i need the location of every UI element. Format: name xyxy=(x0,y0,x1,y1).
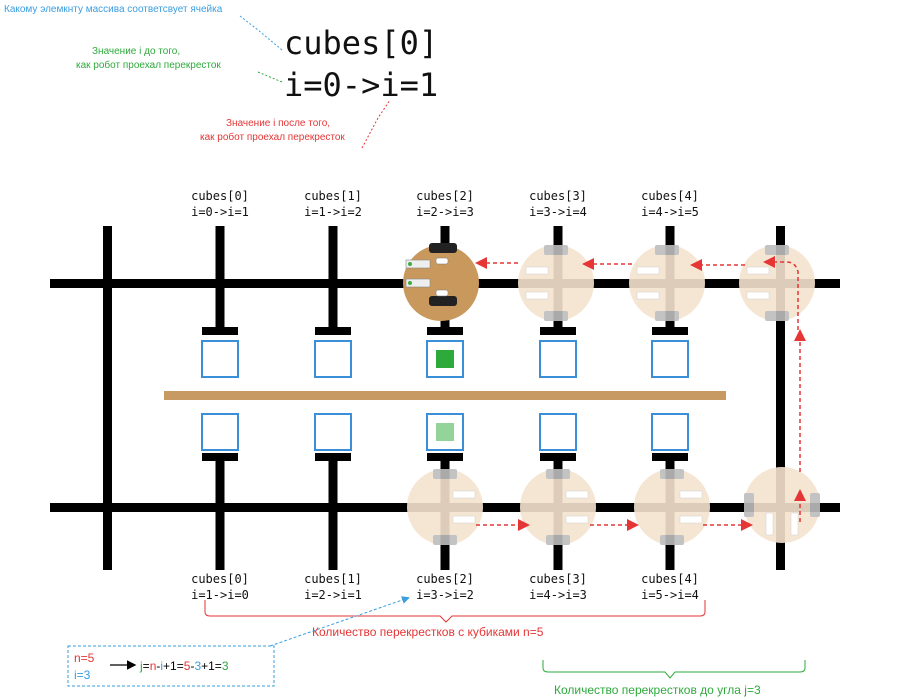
right-vertical-line xyxy=(776,226,785,570)
bottom-column-labels: cubes[0] i=1->i=0 cubes[1] i=2->i=1 cubes[2]… xyxy=(191,572,699,602)
legend-before-label-1: Значение i до того, xyxy=(92,46,180,57)
ghost-robot xyxy=(518,245,594,321)
ghost-robot xyxy=(520,469,596,545)
formula-leader xyxy=(269,596,410,647)
bottom-cell-transition: i=4->i=3 xyxy=(529,588,587,602)
top-cell-name: cubes[1] xyxy=(304,189,362,203)
legend-after-label-2: как робот проехал перекресток xyxy=(200,131,345,143)
top-cell-transition: i=0->i=1 xyxy=(191,205,249,219)
bottom-cube-box xyxy=(651,413,689,451)
legend-before-label-2: как робот проехал перекресток xyxy=(76,59,221,71)
bottom-column-cap xyxy=(427,453,463,461)
top-cube-box xyxy=(201,340,239,378)
top-column-cap xyxy=(652,327,688,335)
crossings-bracket xyxy=(204,600,706,623)
top-cell-name: cubes[2] xyxy=(416,189,474,203)
cube-dark xyxy=(436,350,454,368)
top-column-cap xyxy=(540,327,576,335)
bottom-cell-name: cubes[1] xyxy=(304,572,362,586)
formula-box xyxy=(67,645,275,687)
bottom-cell-transition: i=5->i=4 xyxy=(641,588,699,602)
corner-bracket xyxy=(542,660,806,679)
left-vertical-line xyxy=(103,226,112,570)
bottom-cube-box xyxy=(201,413,239,451)
top-cell-name: cubes[0] xyxy=(191,189,249,203)
legend-example-cube: cubes[0] xyxy=(284,24,438,62)
crossings-to-corner-label: Количество перекрестков до угла j=3 xyxy=(554,683,761,697)
legend-after-label-1: Значение i после того, xyxy=(226,118,330,129)
formula-n: n=5 xyxy=(74,651,95,665)
bottom-cell-name: cubes[3] xyxy=(529,572,587,586)
top-cell-transition: i=3->i=4 xyxy=(529,205,587,219)
ghost-robot xyxy=(739,245,815,321)
top-cube-box xyxy=(539,340,577,378)
bottom-column-cap xyxy=(315,453,351,461)
bottom-cell-transition: i=1->i=0 xyxy=(191,588,249,602)
bottom-column-cap xyxy=(652,453,688,461)
top-column-cap xyxy=(315,327,351,335)
bottom-cell-name: cubes[2] xyxy=(416,572,474,586)
bottom-cell-transition: i=2->i=1 xyxy=(304,588,362,602)
bottom-cell-name: cubes[4] xyxy=(641,572,699,586)
bottom-cube-box xyxy=(314,413,352,451)
ghost-robot xyxy=(744,467,820,543)
bottom-column-stub xyxy=(328,455,338,570)
top-cell-name: cubes[3] xyxy=(529,189,587,203)
bottom-column-cap xyxy=(540,453,576,461)
bottom-column-stub xyxy=(215,455,225,570)
bottom-column-cap xyxy=(202,453,238,461)
center-wall xyxy=(164,391,726,400)
bottom-cell-name: cubes[0] xyxy=(191,572,249,586)
top-cell-transition: i=4->i=5 xyxy=(641,205,699,219)
top-cube-box xyxy=(314,340,352,378)
legend-before-leader xyxy=(257,71,283,83)
top-path-arrows xyxy=(475,256,799,330)
bottom-cube-box xyxy=(539,413,577,451)
legend-after-leader xyxy=(361,99,391,149)
legend-example-transition: i=0->i=1 xyxy=(284,66,438,104)
top-cell-transition: i=2->i=3 xyxy=(416,205,474,219)
top-column-stub xyxy=(215,226,225,334)
formula-i: i=3 xyxy=(74,668,91,682)
top-column-labels: cubes[0] i=0->i=1 cubes[1] i=1->i=2 cubes[2]… xyxy=(191,189,699,219)
top-cell-transition: i=1->i=2 xyxy=(304,205,362,219)
ghost-robot xyxy=(629,245,705,321)
bottom-cell-transition: i=3->i=2 xyxy=(416,588,474,602)
robot-active xyxy=(403,243,479,321)
cube-light xyxy=(436,423,454,441)
ghost-robot xyxy=(407,469,483,545)
ghost-robot xyxy=(634,469,710,545)
cube-boxes xyxy=(201,340,689,451)
crossings-with-cubes-label: Количество перекрестков с кубиками n=5 xyxy=(312,625,544,639)
legend-element-leader xyxy=(239,15,283,51)
legend-element-label: Какому элемкнту массива соответсвует яче… xyxy=(4,4,223,15)
top-cell-name: cubes[4] xyxy=(641,189,699,203)
formula-result: j=n-i+1=5-3+1=3 xyxy=(139,659,229,673)
top-column-stub xyxy=(328,226,338,334)
ghost-robots xyxy=(407,245,820,545)
top-cube-box xyxy=(651,340,689,378)
top-column-cap xyxy=(427,327,463,335)
top-column-cap xyxy=(202,327,238,335)
